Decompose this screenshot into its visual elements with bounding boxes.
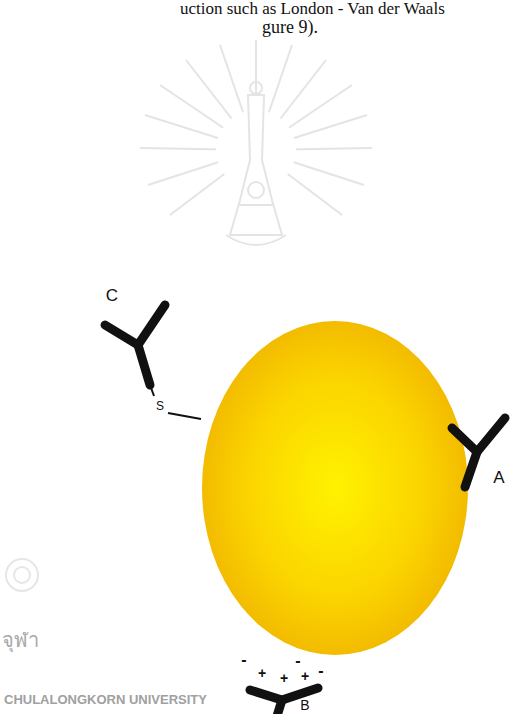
watermark: CHULALONGKORN UNIVERSITY — [4, 693, 207, 707]
antibody-b — [250, 688, 318, 714]
seal-watermark — [6, 559, 38, 591]
charge-sign: - — [318, 662, 323, 680]
gold-nanoparticle — [202, 321, 468, 655]
body-text: uction such as London - Van der Waals — [180, 0, 445, 19]
charge-sign: + — [301, 669, 309, 684]
thiol-link — [168, 413, 201, 419]
charge-sign: - — [295, 652, 300, 670]
sulfur-label: S — [156, 400, 164, 413]
emblem-watermark — [140, 40, 372, 245]
antibody-label: B — [300, 698, 309, 713]
charge-sign: + — [280, 671, 288, 686]
antibody-a — [452, 418, 505, 487]
antibody-c — [105, 305, 165, 385]
charge-sign: - — [241, 651, 246, 669]
antibody-label: C — [106, 287, 118, 306]
body-text: gure 9). — [262, 18, 318, 38]
thiol-link — [150, 385, 154, 396]
antibody-label: A — [493, 469, 504, 488]
watermark: จุฬา — [2, 629, 39, 651]
charge-sign: + — [258, 666, 266, 681]
